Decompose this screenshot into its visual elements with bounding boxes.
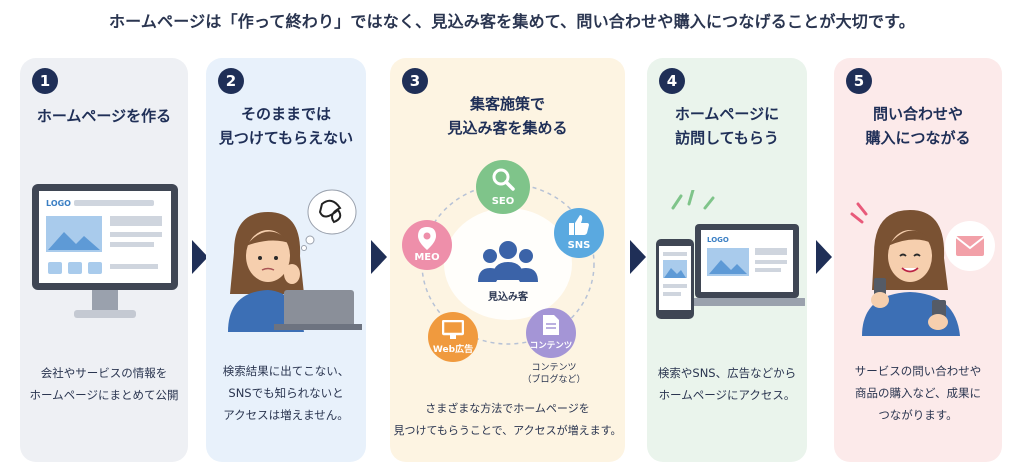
svg-text:LOGO: LOGO bbox=[46, 199, 71, 208]
thumbs-up-icon bbox=[569, 215, 589, 235]
monitor-icon: LOGO bbox=[32, 184, 178, 318]
step-description: さまざまな方法でホームページを 見つけてもらうことで、アクセスが増えます。 bbox=[393, 402, 622, 437]
laptop-icon: LOGO bbox=[671, 190, 805, 306]
step-title: 問い合わせや 購入につながる bbox=[865, 105, 971, 147]
arrow-right-icon bbox=[371, 240, 387, 274]
step-description: 検索結果に出てこない、 SNSでも知られないと アクセスは増えません。 bbox=[222, 364, 350, 422]
step-number: 1 bbox=[32, 68, 58, 94]
mail-icon bbox=[945, 221, 995, 271]
step-title: ホームページに 訪問してもらう bbox=[674, 105, 780, 147]
sns-bubble: SNS bbox=[554, 208, 604, 258]
step-title: そのままでは 見つけてもらえない bbox=[218, 105, 354, 147]
step-card-5: 5 問い合わせや 購入につながる サービスの問い合わせや 商品の購入など、成果に… bbox=[834, 58, 1002, 462]
step-card-1: 1 ホームページを作る LOGO 会社やサービスの情報を ホームページにまとめて… bbox=[20, 58, 188, 462]
step-description: 検索やSNS、広告などから ホームページにアクセス。 bbox=[657, 366, 797, 402]
step-description: サービスの問い合わせや 商品の購入など、成果に つながります。 bbox=[854, 364, 982, 422]
document-icon bbox=[543, 315, 559, 335]
step-card-4: 4 ホームページに 訪問してもらう LOGO 検索やSNS、広告などから ホーム… bbox=[647, 58, 807, 462]
smartphone-icon bbox=[656, 239, 694, 319]
confused-woman-icon bbox=[228, 189, 362, 332]
step-number: 2 bbox=[218, 68, 244, 94]
arrow-right-icon bbox=[630, 240, 646, 274]
step-card-2: 2 そのままでは 見つけてもらえない 検索結果に出てこない、 SNSでも知られな… bbox=[206, 58, 366, 462]
display-icon bbox=[442, 320, 464, 339]
step-title: ホームページを作る bbox=[36, 107, 172, 125]
step-number: 5 bbox=[846, 68, 872, 94]
content-bubble: コンテンツ bbox=[526, 308, 576, 358]
center-label: 見込み客 bbox=[488, 292, 528, 303]
meo-bubble: MEO bbox=[402, 220, 452, 270]
location-pin-icon bbox=[418, 227, 436, 250]
people-icon bbox=[478, 241, 538, 282]
headline: ホームページは「作って終わり」ではなく、見込み客を集めて、問い合わせや購入につな… bbox=[108, 12, 915, 31]
arrow-right-icon bbox=[192, 240, 208, 274]
arrow-right-icon bbox=[816, 240, 832, 274]
web-ad-bubble: Web広告 bbox=[428, 312, 478, 362]
step-title: 集客施策で 見込み客を集める bbox=[447, 95, 568, 137]
step-number: 3 bbox=[402, 68, 428, 94]
content-note: コンテンツ （ブログなど） bbox=[522, 363, 586, 385]
step-card-3: 3 集客施策で 見込み客を集める 見込み客 SEO SNS bbox=[390, 58, 625, 462]
step-description: 会社やサービスの情報を ホームページにまとめて公開 bbox=[29, 366, 179, 402]
svg-text:LOGO: LOGO bbox=[707, 236, 729, 244]
happy-woman-icon bbox=[850, 202, 960, 336]
step-number: 4 bbox=[659, 68, 685, 94]
seo-bubble: SEO bbox=[476, 160, 530, 214]
search-icon bbox=[492, 168, 515, 191]
